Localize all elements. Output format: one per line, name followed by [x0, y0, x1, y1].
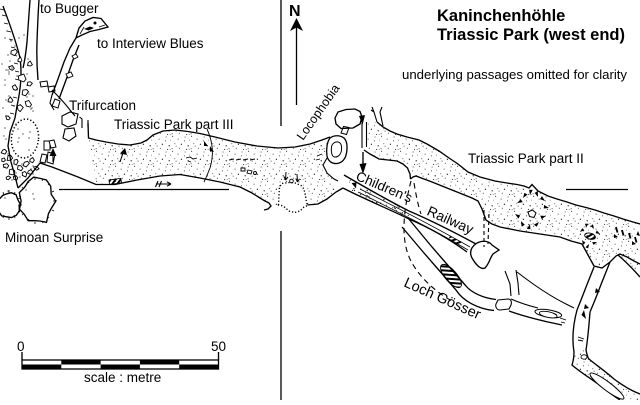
svg-text:N: N	[289, 3, 301, 20]
svg-text:scale : metre: scale : metre	[84, 370, 161, 385]
svg-text:Kaninchenhöhle: Kaninchenhöhle	[437, 7, 565, 25]
svg-text:underlying passages omitted fo: underlying passages omitted for clarity	[402, 67, 627, 82]
svg-text:Minoan Surprise: Minoan Surprise	[5, 230, 103, 245]
svg-text:Triassic Park (west end): Triassic Park (west end)	[437, 26, 625, 44]
svg-text:to Interview Blues: to Interview Blues	[97, 36, 204, 51]
svg-text:Trifurcation: Trifurcation	[69, 98, 136, 113]
svg-text:50: 50	[211, 339, 226, 354]
svg-text:Triassic Park part III: Triassic Park part III	[114, 117, 234, 132]
svg-text:to Bugger: to Bugger	[40, 1, 99, 16]
svg-text:Triassic Park part II: Triassic Park part II	[468, 151, 584, 166]
svg-text:0: 0	[17, 339, 25, 354]
